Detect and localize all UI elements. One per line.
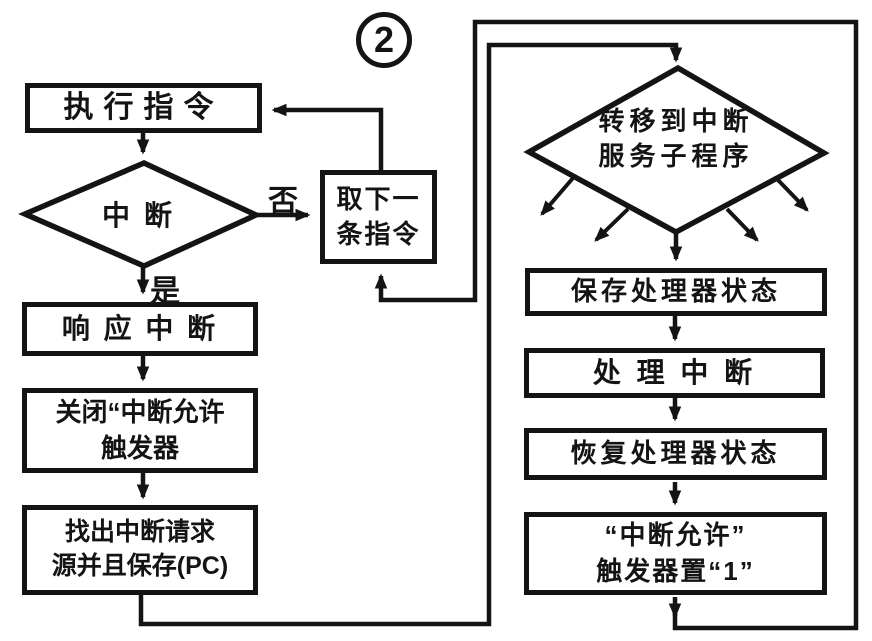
service-arrow-1 — [540, 176, 575, 216]
fetch-next-line2: 条指令 — [336, 219, 421, 249]
figure-number-badge: 2 — [356, 12, 412, 68]
interrupt-diamond-label: 中断 — [101, 200, 186, 231]
service-arrow-2 — [594, 207, 630, 242]
service-arrow-3 — [725, 207, 759, 242]
branch-no-label: 否 — [268, 185, 298, 218]
connector-find-to-jump-diamond — [138, 42, 683, 627]
jump-diamond-line1: 转移到中断 — [598, 106, 754, 136]
jump-diamond-shape — [523, 64, 830, 236]
close-interrupt-enable-box: 关闭“中断允许 触发器 — [22, 388, 258, 473]
restore-processor-state-label: 恢复处理器状态 — [570, 438, 781, 469]
acknowledge-interrupt-box: 响 应 中 断 — [22, 302, 258, 356]
set-enable-line2: 触发器置“1” — [596, 555, 755, 586]
fetch-next-instruction-box: 取下一 条指令 — [320, 170, 437, 264]
jump-diamond-label: 转移到中断 服务子程序 — [545, 104, 807, 174]
jump-diamond-line2: 服务子程序 — [598, 141, 754, 171]
save-processor-state-label: 保存处理器状态 — [570, 276, 781, 307]
restore-processor-state-box: 恢复处理器状态 — [524, 428, 827, 480]
exec-instruction-label: 执行指令 — [63, 90, 224, 124]
find-source-line2: 源并且保存(PC) — [51, 552, 229, 580]
set-interrupt-enable-box: “中断允许” 触发器置“1” — [524, 512, 827, 595]
save-processor-state-box: 保存处理器状态 — [525, 268, 827, 316]
close-enable-line2: 触发器 — [100, 432, 179, 463]
close-enable-line1: 关闭“中断允许 — [55, 397, 225, 428]
connector-enable-to-fetch — [374, 19, 859, 631]
branch-yes-label: 是 — [150, 275, 180, 308]
set-enable-line1: “中断允许” — [604, 520, 747, 551]
find-interrupt-source-box: 找出中断请求 源并且保存(PC) — [22, 505, 258, 595]
interrupt-diamond-shape — [18, 159, 263, 270]
acknowledge-interrupt-label: 响 应 中 断 — [61, 313, 219, 345]
connector-fetch-to-exec — [271, 103, 384, 170]
exec-instruction-box: 执行指令 — [25, 83, 262, 133]
service-routine-arrows — [540, 176, 809, 242]
handle-interrupt-box: 处 理 中 断 — [524, 348, 825, 398]
service-arrow-4 — [776, 178, 809, 212]
handle-interrupt-label: 处 理 中 断 — [592, 357, 757, 389]
figure-number: 2 — [373, 19, 395, 60]
find-source-line1: 找出中断请求 — [64, 518, 215, 547]
fetch-next-line1: 取下一 — [336, 183, 421, 214]
